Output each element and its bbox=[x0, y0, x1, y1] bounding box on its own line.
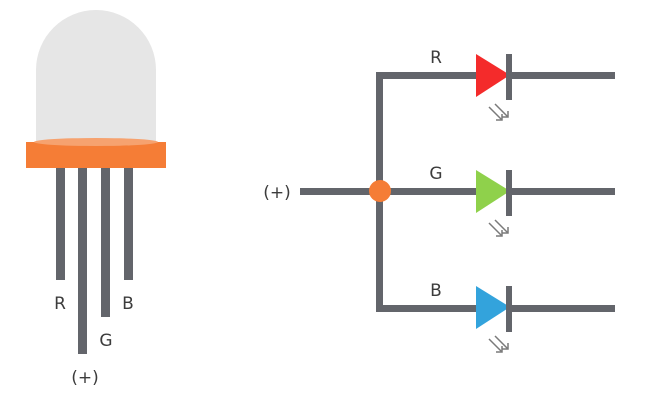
diode-cathode-bar bbox=[506, 54, 512, 100]
branch-wire-g bbox=[376, 188, 480, 195]
diode-g bbox=[476, 170, 512, 237]
output-wire-r bbox=[512, 72, 615, 79]
lead-label-common: (+) bbox=[71, 368, 99, 388]
led-dome bbox=[36, 10, 156, 145]
lead-r bbox=[56, 162, 65, 280]
schematic: (+) R G B bbox=[263, 48, 615, 353]
lead-common bbox=[78, 162, 87, 354]
branch-label-b: B bbox=[430, 281, 442, 301]
diode-r bbox=[476, 54, 512, 121]
lead-b bbox=[124, 162, 133, 280]
light-emission-arrows-icon bbox=[488, 103, 509, 121]
light-emission-arrows-icon bbox=[488, 335, 509, 353]
diode-symbol-icon bbox=[476, 54, 510, 97]
lead-g bbox=[101, 162, 110, 317]
diode-symbol-icon bbox=[476, 170, 510, 213]
led-rim-top bbox=[34, 138, 158, 146]
diode-cathode-bar bbox=[506, 170, 512, 216]
input-label: (+) bbox=[263, 183, 291, 203]
lead-label-r: R bbox=[54, 294, 66, 314]
rgb-led-component: R B G (+) bbox=[26, 10, 166, 388]
output-wire-b bbox=[512, 305, 615, 312]
diode-cathode-bar bbox=[506, 286, 512, 332]
lead-label-b: B bbox=[122, 294, 134, 314]
branch-wire-r bbox=[376, 72, 480, 79]
led-rim bbox=[26, 142, 166, 168]
diode-b bbox=[476, 286, 512, 353]
output-wire-g bbox=[512, 188, 615, 195]
diode-symbol-icon bbox=[476, 286, 510, 329]
junction-dot bbox=[369, 180, 391, 202]
lead-label-g: G bbox=[99, 331, 112, 351]
branch-label-r: R bbox=[430, 48, 442, 68]
branch-label-g: G bbox=[429, 164, 442, 184]
branch-wire-b bbox=[376, 305, 480, 312]
light-emission-arrows-icon bbox=[488, 219, 509, 237]
input-wire bbox=[300, 188, 382, 195]
